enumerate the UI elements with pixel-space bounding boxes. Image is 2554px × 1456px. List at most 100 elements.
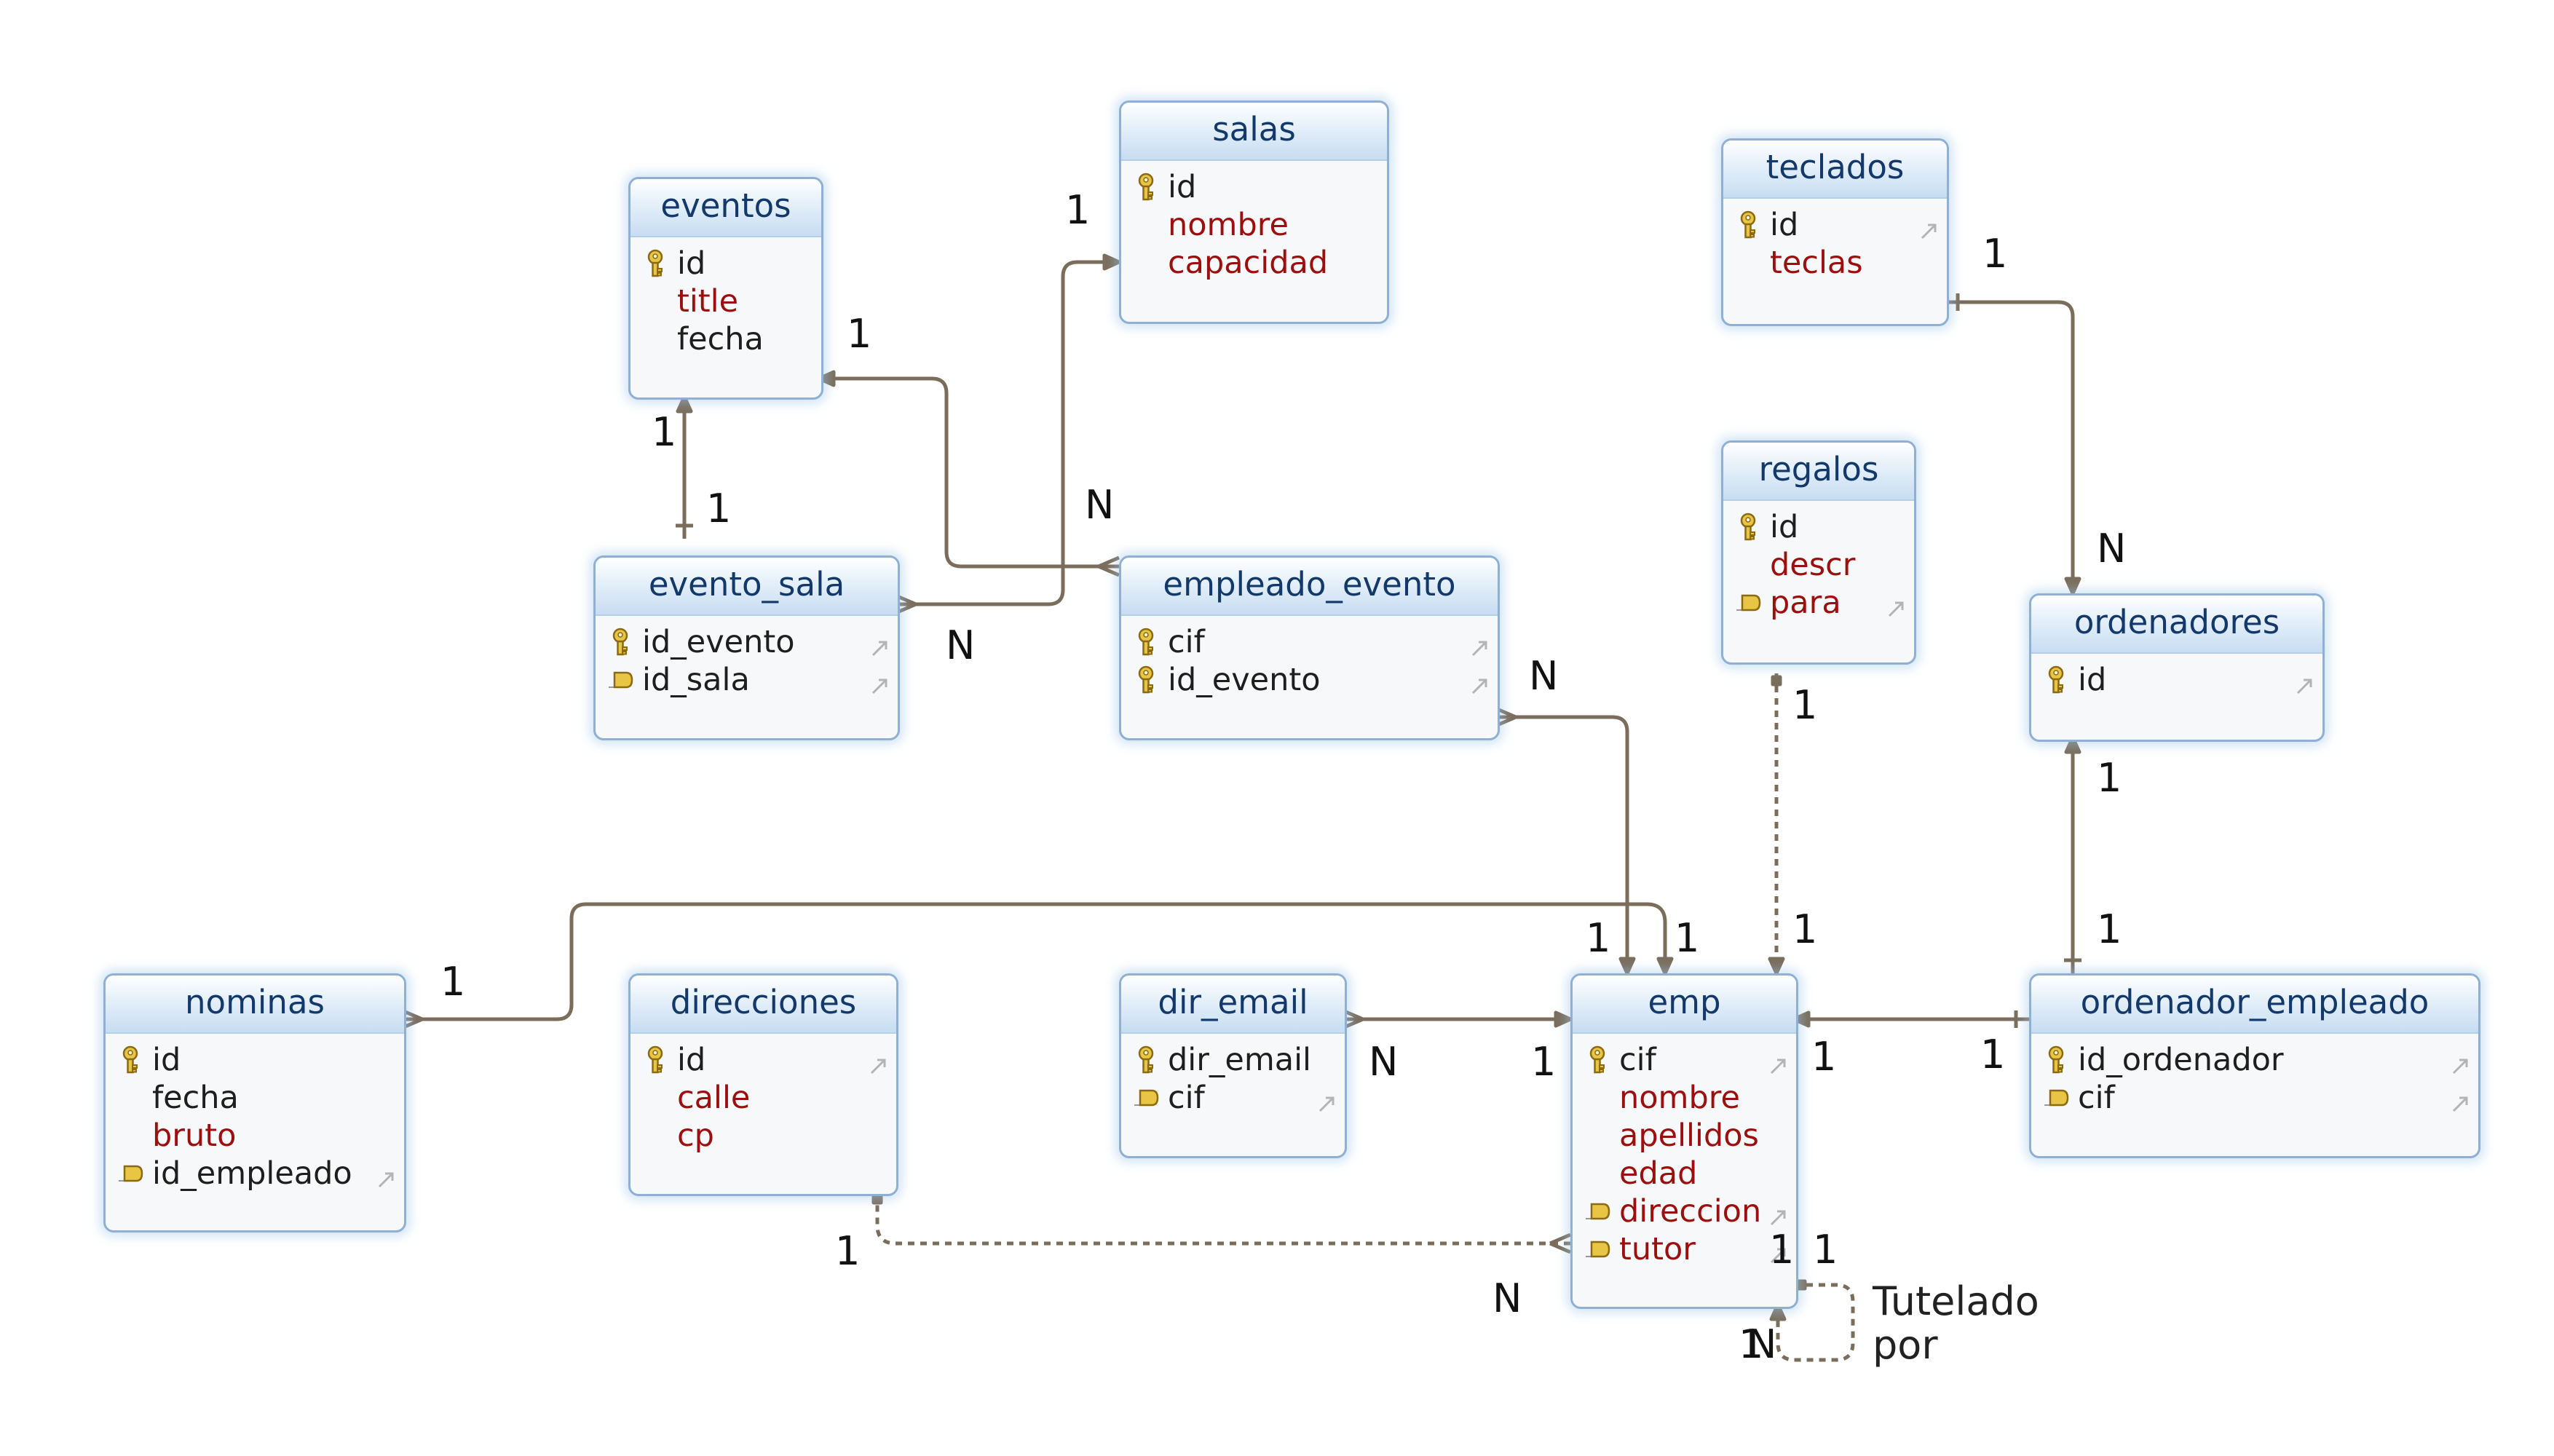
entity-title: emp <box>1573 976 1796 1034</box>
field-row[interactable]: dir_email <box>1121 1041 1345 1079</box>
field-row[interactable]: id <box>630 245 821 282</box>
relationship-empleado-evento-emp[interactable] <box>1495 706 1636 976</box>
field-row[interactable]: cp <box>630 1117 896 1155</box>
cardinality-label: 1 <box>1769 1227 1795 1273</box>
relationship-teclados-ordenadores[interactable] <box>1945 293 2081 596</box>
relationship-regalos-emp[interactable] <box>1768 673 1785 976</box>
field-name: id_sala <box>642 662 750 698</box>
relationship-ordenador-empleado-ordenadores[interactable] <box>2064 735 2081 973</box>
key-icon <box>1733 210 1763 240</box>
relationship-evento-sala-salas[interactable] <box>895 253 1121 615</box>
cardinality-label: N <box>1085 482 1115 528</box>
key-icon <box>1131 665 1161 695</box>
field-row[interactable]: title <box>630 282 821 320</box>
field-row[interactable]: id <box>2031 661 2322 699</box>
field-name: id_evento <box>642 624 795 660</box>
field-row[interactable]: cif <box>1121 1079 1345 1117</box>
field-row[interactable]: id_empleado <box>106 1155 404 1192</box>
field-row[interactable]: cif <box>1573 1041 1796 1079</box>
field-row[interactable]: id_evento <box>596 623 898 661</box>
field-row[interactable]: fecha <box>106 1079 404 1117</box>
field-row[interactable]: cif <box>2031 1079 2478 1117</box>
foreign-key-icon <box>1583 1197 1612 1226</box>
field-row[interactable]: direccion <box>1573 1192 1796 1230</box>
foreign-key-icon <box>1131 1083 1161 1112</box>
field-name: dir_email <box>1168 1042 1312 1078</box>
relationship-emp-direcciones[interactable] <box>871 1192 1571 1254</box>
field-row[interactable]: teclas <box>1723 244 1947 282</box>
note-line-1: Tutelado <box>1873 1278 2039 1324</box>
entity-title: dir_email <box>1121 976 1345 1034</box>
key-icon <box>641 1045 670 1075</box>
relation-arrow-icon <box>1468 668 1490 695</box>
field-row[interactable]: id_sala <box>596 661 898 699</box>
field-name: cif <box>1168 624 1205 660</box>
relationship-nominas-emp[interactable] <box>401 902 1674 1030</box>
field-row[interactable]: id <box>1121 168 1387 206</box>
relationship-evento-sala-eventos[interactable] <box>676 395 693 539</box>
field-name: para <box>1770 585 1841 621</box>
relation-arrow-icon <box>867 1048 889 1075</box>
relation-arrow-icon <box>869 630 890 657</box>
field-row[interactable]: cif <box>1121 623 1498 661</box>
self-relationship-note: Tutelado por <box>1873 1280 2039 1367</box>
cardinality-label: 1 <box>1811 1034 1837 1080</box>
key-icon <box>641 249 670 278</box>
field-name: tutor <box>1619 1231 1696 1267</box>
field-name: cp <box>677 1117 714 1154</box>
field-row[interactable]: bruto <box>106 1117 404 1155</box>
field-row[interactable]: id_evento <box>1121 661 1498 699</box>
field-name: fecha <box>152 1080 239 1116</box>
field-row[interactable]: nombre <box>1121 206 1387 244</box>
relation-arrow-icon <box>2449 1048 2471 1075</box>
field-row[interactable]: id <box>1723 508 1914 546</box>
field-row[interactable]: fecha <box>630 320 821 358</box>
relation-arrow-icon <box>2449 1086 2471 1112</box>
field-name: id <box>152 1042 181 1078</box>
field-row[interactable]: id <box>106 1041 404 1079</box>
field-name: id <box>1770 509 1799 545</box>
field-row[interactable]: para <box>1723 584 1914 622</box>
field-row[interactable]: nombre <box>1573 1079 1796 1117</box>
field-row[interactable]: calle <box>630 1079 896 1117</box>
cardinality-label: 1 <box>706 486 732 531</box>
field-row[interactable]: tutor <box>1573 1230 1796 1268</box>
relationship-emp-tutor-self[interactable] <box>1769 1279 1855 1362</box>
relation-arrow-icon <box>375 1162 397 1188</box>
cardinality-label: 1 <box>1675 915 1700 961</box>
cardinality-label: N <box>1493 1275 1522 1321</box>
relationship-dir-email-emp[interactable] <box>1342 1008 1573 1030</box>
field-row[interactable]: id <box>630 1041 896 1079</box>
field-row[interactable]: id_ordenador <box>2031 1041 2478 1079</box>
field-row[interactable]: edad <box>1573 1155 1796 1192</box>
field-row[interactable]: apellidos <box>1573 1117 1796 1155</box>
relationship-ordenador-empleado-emp[interactable] <box>1792 1010 2029 1028</box>
cardinality-label: 1 <box>1531 1039 1557 1085</box>
cardinality-label: 1 <box>1792 906 1818 952</box>
field-row[interactable]: capacidad <box>1121 244 1387 282</box>
relationship-empleado-evento-eventos[interactable] <box>817 370 1120 577</box>
relation-arrow-icon <box>869 668 890 695</box>
relation-arrow-icon <box>1767 1238 1789 1264</box>
field-row[interactable]: id <box>1723 206 1947 244</box>
field-row[interactable]: descr <box>1723 546 1914 584</box>
field-name: bruto <box>152 1117 237 1154</box>
